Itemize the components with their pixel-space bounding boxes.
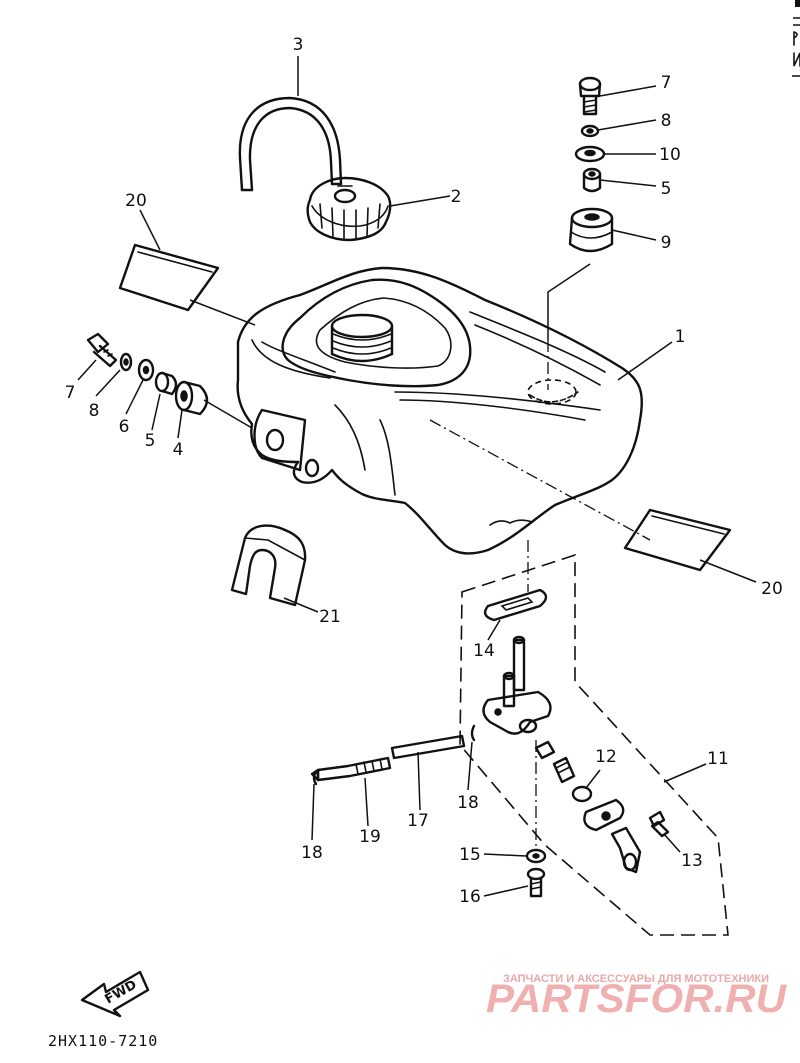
callout-label: 19	[359, 827, 381, 847]
callout-label: 7	[65, 383, 76, 403]
fuel-cock	[482, 635, 552, 735]
filter-19	[310, 756, 392, 782]
callout-label: 3	[293, 35, 304, 55]
callout-label: 18	[457, 793, 479, 813]
plug-12	[534, 740, 593, 803]
clip-21	[230, 524, 307, 607]
callout-label: 5	[661, 179, 672, 199]
callout-label: 20	[125, 191, 147, 211]
breather-hose	[238, 96, 343, 192]
bolt-7-left	[86, 332, 118, 368]
washer-8-top	[580, 124, 600, 138]
callout-labels: 3 2 20 7 8 10 5 9 1 7 8 6 5 4 21 20 14 1…	[65, 35, 783, 907]
washer-6	[137, 358, 155, 382]
collar-5-left	[154, 371, 178, 396]
watermark-tagline: ЗАПЧАСТИ И АКСЕССУАРЫ ДЛЯ МОТОТЕХНИКИ	[503, 973, 769, 985]
washer-15	[525, 848, 547, 864]
callout-label: 21	[319, 607, 341, 627]
callout-label: 10	[659, 145, 681, 165]
drawing-code: 2HX110-7210	[48, 1032, 158, 1050]
callout-label: 15	[459, 845, 481, 865]
washer-8-left	[119, 352, 133, 372]
decal-right	[623, 508, 732, 572]
watermark: ЗАПЧАСТИ И АКСЕССУАРЫ ДЛЯ МОТОТЕХНИКИ PA…	[486, 973, 787, 1021]
callout-label: 17	[407, 811, 429, 831]
callout-label: 2	[451, 187, 462, 207]
corner-marks	[792, 0, 800, 77]
callout-label: 1	[675, 327, 686, 347]
gasket-14	[483, 588, 548, 622]
fuel-cap	[306, 176, 392, 242]
callout-label: 8	[89, 401, 100, 421]
collar-5-top	[582, 167, 602, 193]
callout-label: 16	[459, 887, 481, 907]
callout-label: 14	[473, 641, 495, 661]
callout-label: 13	[681, 851, 703, 871]
callout-label: 5	[145, 431, 156, 451]
washer-10	[574, 145, 606, 163]
screw-16	[526, 867, 546, 898]
oring-18-right	[470, 724, 476, 742]
fuel-tank	[236, 266, 644, 555]
filler-neck	[330, 313, 394, 363]
bolt-7-top	[578, 76, 602, 116]
decal-left	[118, 243, 220, 312]
callout-label: 11	[707, 749, 729, 769]
damper-9	[568, 207, 614, 253]
leader-lines	[77, 56, 757, 897]
callout-label: 4	[173, 440, 184, 460]
watermark-logo: PARTSFOR.RU	[486, 977, 787, 1021]
oring-18-left	[312, 770, 318, 786]
callout-label: 9	[661, 233, 672, 253]
callout-label: 8	[661, 111, 672, 131]
callout-label: 20	[761, 579, 783, 599]
plate-13	[583, 798, 642, 874]
callout-label: 7	[661, 73, 672, 93]
callout-label: 6	[119, 417, 130, 437]
callout-label: 18	[301, 843, 323, 863]
damper-4	[174, 380, 209, 416]
callout-label: 12	[595, 747, 617, 767]
pipe-17	[390, 734, 466, 760]
fwd-arrow: FWD	[80, 970, 150, 1018]
screw-13	[648, 810, 670, 838]
